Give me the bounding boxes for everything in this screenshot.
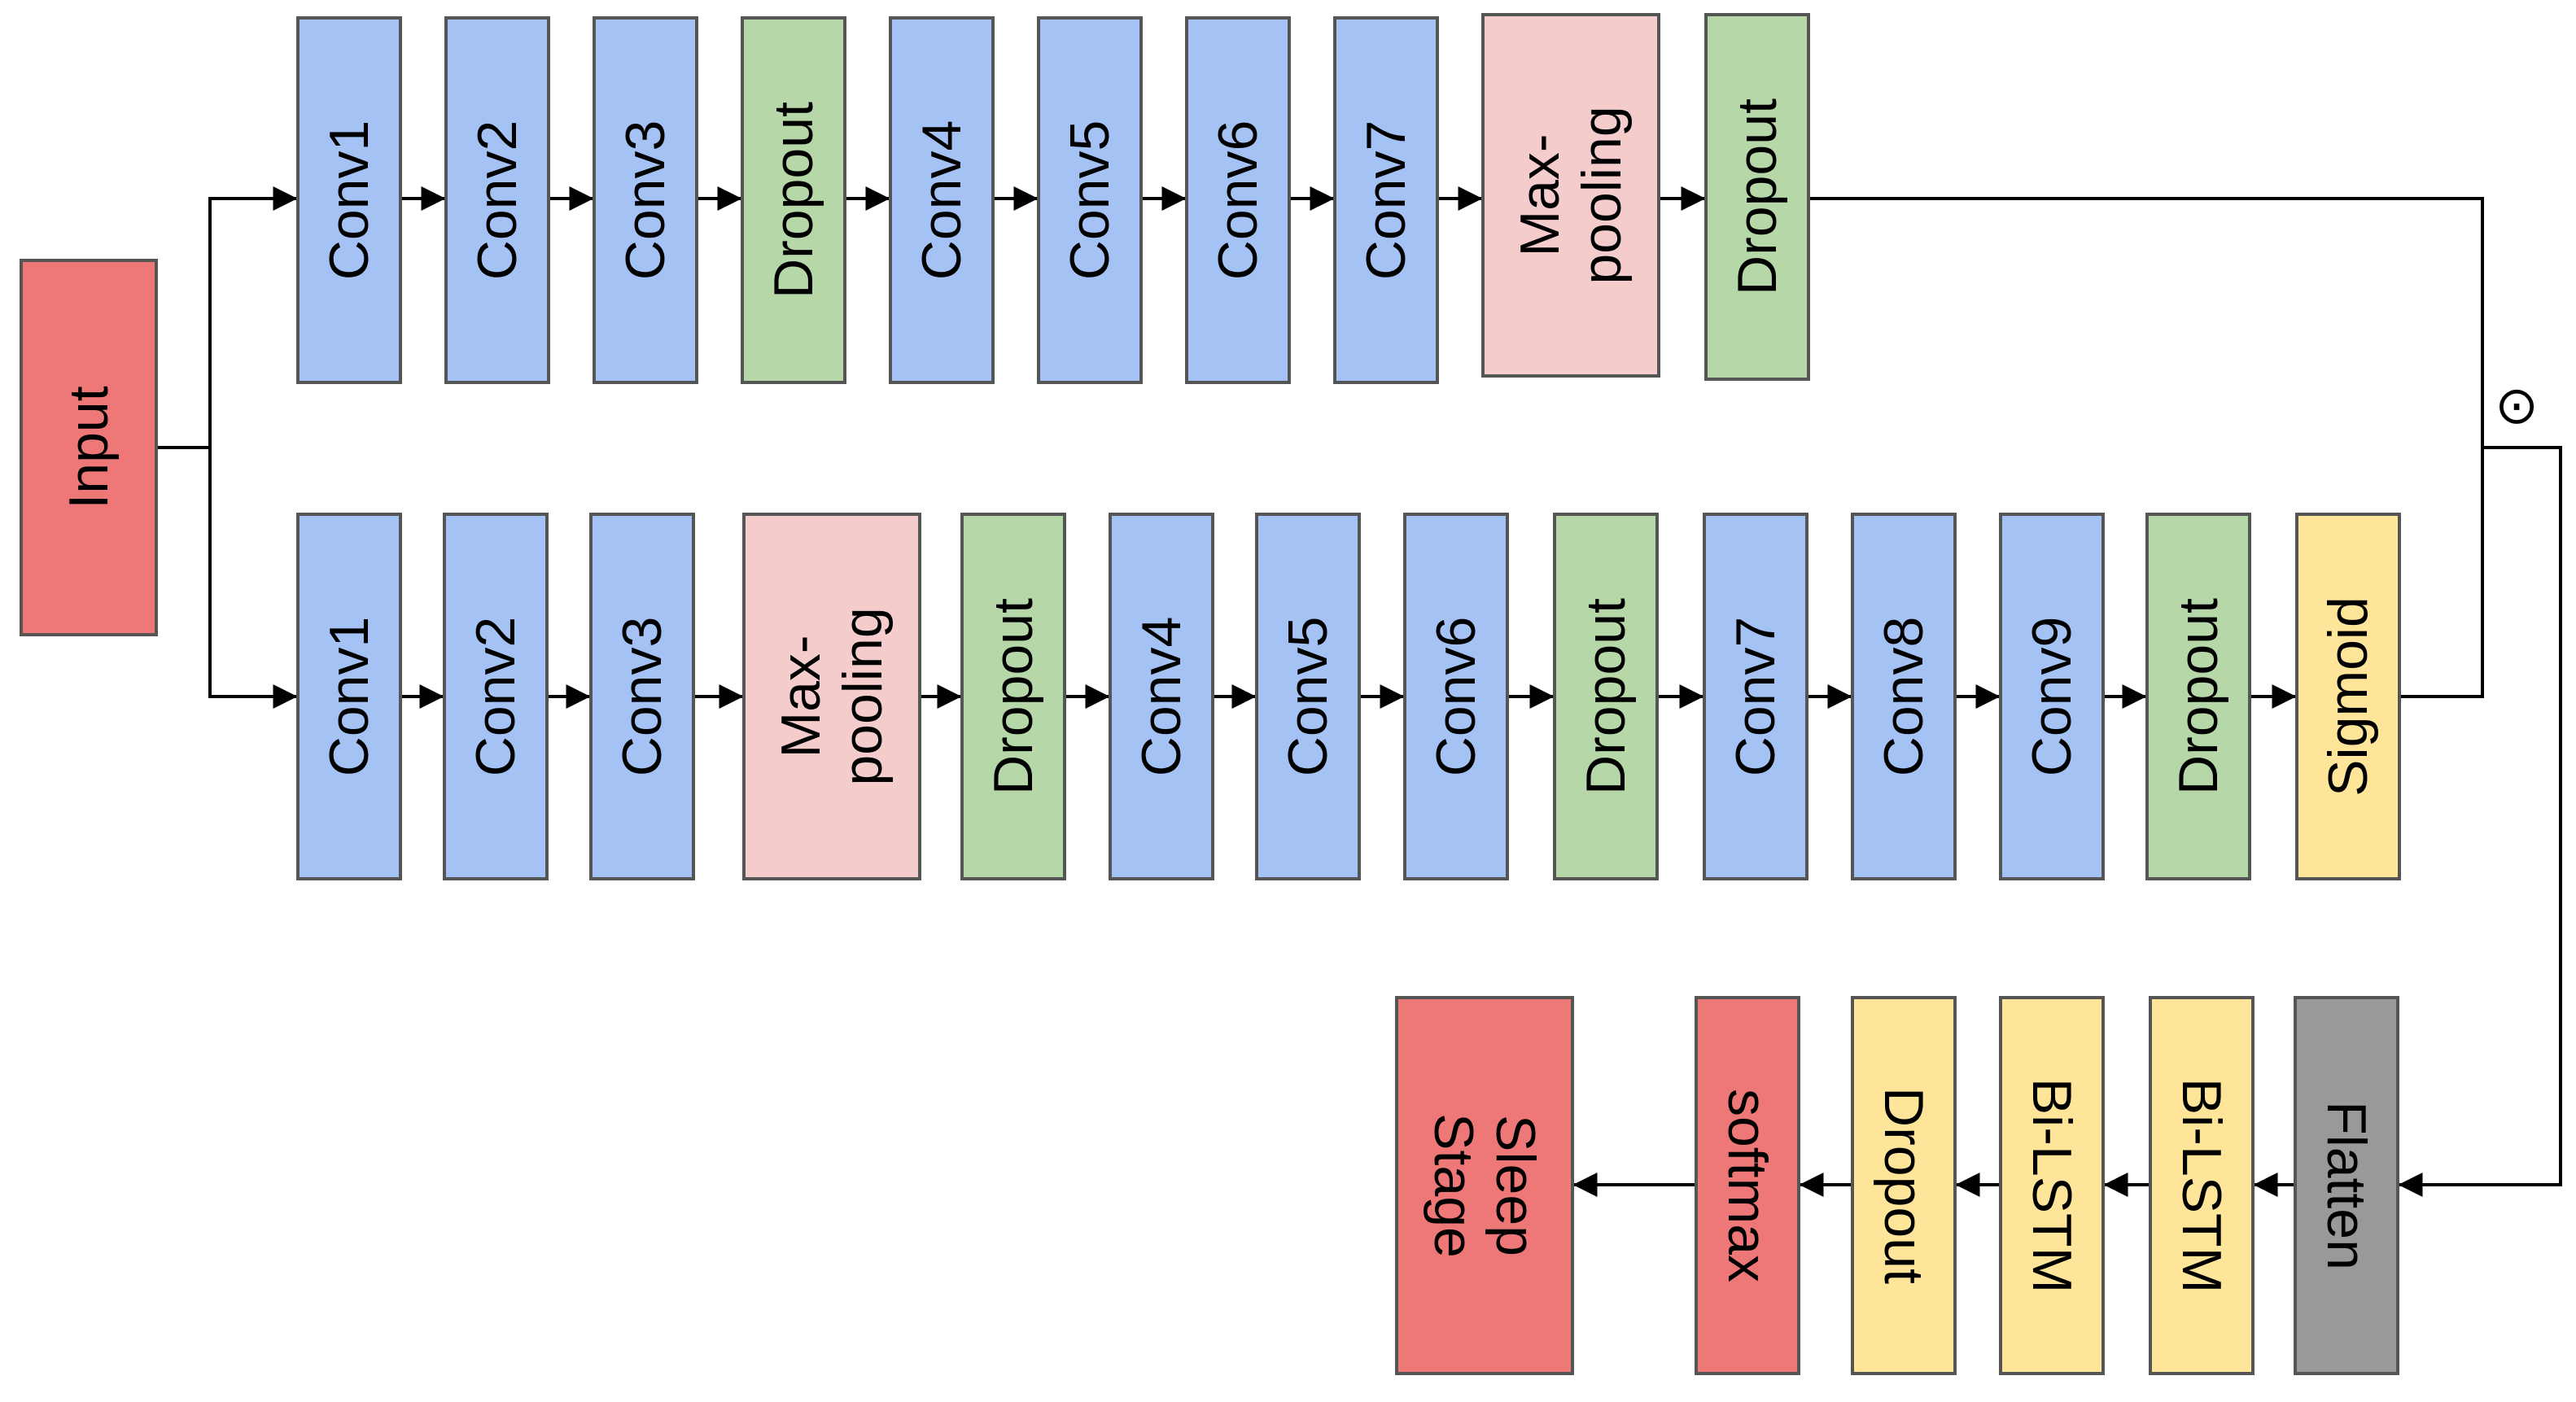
bottom-branch-dropout-block-13: Dropout [2145,513,2251,880]
output-branch-softmax-block-5: softmax [1695,996,1800,1375]
top-branch-conv-block-6-box [1037,16,1143,384]
bottom-branch-sigmoid-block-14-box [2295,513,2401,880]
bottom-branch-conv-block-6-box [1109,513,1214,880]
top-branch-conv-block-5: Conv4 [889,16,995,384]
top-branch-maxpool-block-9: Max-pooling [1481,13,1660,378]
top-branch-maxpool-block-9-label: Max-pooling [1509,106,1633,284]
top-branch-conv-block-6: Conv5 [1037,16,1143,384]
output-branch-bilstm-block-3: Bi-LSTM [1999,996,2105,1375]
top-branch-conv-block-8-box [1333,16,1439,384]
output-branch-flatten-block-1-label: Flatten [2316,1101,2377,1270]
bottom-branch-conv-block-10: Conv7 [1703,513,1808,880]
output-branch-bilstm-block-4: Dropout [1851,996,1957,1375]
top-branch-conv-block-2: Conv2 [444,16,550,384]
bottom-branch-maxpool-block-4: Max-pooling [742,513,921,880]
output-branch-output-block-6-label: SleepStage [1423,1113,1546,1258]
bottom-branch-dropout-block-9: Dropout [1553,513,1659,880]
top-branch-conv-block-2-label: Conv2 [466,120,528,281]
top-branch-conv-block-6-label: Conv5 [1059,120,1121,281]
bottom-branch-conv-block-12-box [1999,513,2105,880]
bottom-branch-conv-block-1-box [296,513,402,880]
bottom-branch-conv-block-1: Conv1 [296,513,402,880]
bottom-branch-conv-block-7-label: Conv5 [1277,617,1339,777]
output-branch-output-block-6-box [1395,996,1574,1375]
bottom-branch-sigmoid-block-14-label: Sigmoid [2317,596,2379,797]
output-branch-flatten-block-1-box [2294,996,2399,1375]
top-branch-conv-block-5-box [889,16,995,384]
output-branch-bilstm-block-2-label: Bi-LSTM [2171,1078,2233,1293]
bottom-branch-maxpool-block-4-box [742,513,921,880]
output-branch-softmax-block-5-box [1695,996,1800,1375]
bottom-branch-conv-block-3: Conv3 [589,513,695,880]
top-branch-dropout-block-10-box [1704,13,1810,381]
top-branch-conv-block-5-label: Conv4 [911,120,973,281]
bottom-branch-conv-block-3-box [589,513,695,880]
top-branch-conv-block-7-box [1185,16,1291,384]
input-block-label: Input [58,386,120,509]
top-branch-dropout-block-4-label: Dropout [763,102,824,299]
top-branch-conv-block-1-label: Conv1 [318,120,380,281]
bottom-branch-conv-block-7: Conv5 [1255,513,1361,880]
top-branch-dropout-block-10-label: Dropout [1726,98,1788,295]
top-branch-dropout-block-4: Dropout [741,16,846,384]
output-branch-bilstm-block-2-box [2149,996,2255,1375]
bottom-branch-dropout-block-9-box [1553,513,1659,880]
top-branch-dropout-block-10: Dropout [1704,13,1810,381]
top-branch-conv-block-3: Conv3 [593,16,698,384]
output-branch-flatten-block-1: Flatten [2294,996,2399,1375]
bottom-branch-conv-block-12: Conv9 [1999,513,2105,880]
bottom-branch-conv-block-3-label: Conv3 [611,617,673,777]
bottom-branch-conv-block-2-box [443,513,549,880]
output-branch-bilstm-block-4-box [1851,996,1957,1375]
top-branch-maxpool-block-9-box [1481,13,1660,378]
output-branch-output-block-6: SleepStage [1395,996,1574,1375]
output-branch-softmax-block-5-label: softmax [1717,1089,1778,1282]
top-branch-conv-block-3-box [593,16,698,384]
top-branch-conv-block-2-box [444,16,550,384]
bottom-branch-conv-block-8-box [1403,513,1509,880]
bottom-branch-maxpool-block-4-label: Max-pooling [770,607,894,785]
top-branch-conv-block-3-label: Conv3 [614,120,676,281]
top-branch-conv-block-8-label: Conv7 [1355,120,1417,281]
bottom-branch-conv-block-11: Conv8 [1851,513,1957,880]
bottom-branch-conv-block-1-label: Conv1 [318,617,380,777]
elementwise-multiply-operator: ⊙ [2495,376,2539,436]
output-branch-bilstm-block-3-box [1999,996,2105,1375]
top-branch-conv-block-1-box [296,16,402,384]
top-branch-dropout-block-4-box [741,16,846,384]
bottom-branch-conv-block-10-label: Conv7 [1725,617,1787,777]
top-branch-conv-block-7-label: Conv6 [1207,120,1269,281]
bottom-branch-dropout-block-9-label: Dropout [1575,598,1637,795]
bottom-branch-conv-block-11-box [1851,513,1957,880]
bottom-branch-conv-block-7-box [1255,513,1361,880]
top-branch-conv-block-7: Conv6 [1185,16,1291,384]
connector-layer [156,186,2562,1197]
bottom-branch-conv-block-2-label: Conv2 [465,617,527,777]
output-branch-bilstm-block-2: Bi-LSTM [2149,996,2255,1375]
bottom-branch-conv-block-8-label: Conv6 [1425,617,1487,777]
bottom-branch-sigmoid-block-14: Sigmoid [2295,513,2401,880]
bottom-branch-dropout-block-5-box [960,513,1066,880]
bottom-branch-conv-block-10-box [1703,513,1808,880]
top-branch-conv-block-8: Conv7 [1333,16,1439,384]
bottom-branch-conv-block-6: Conv4 [1109,513,1214,880]
input-block: Input [20,259,158,636]
bottom-branch-conv-block-6-label: Conv4 [1131,617,1192,777]
top-branch-conv-block-1: Conv1 [296,16,402,384]
bottom-branch-conv-block-2: Conv2 [443,513,549,880]
input-block-box [20,259,158,636]
bottom-branch-dropout-block-5-label: Dropout [982,598,1044,795]
bottom-branch-dropout-block-5: Dropout [960,513,1066,880]
output-branch-bilstm-block-4-label: Dropout [1873,1087,1935,1284]
bottom-branch-conv-block-8: Conv6 [1403,513,1509,880]
output-branch-bilstm-block-3-label: Bi-LSTM [2021,1078,2083,1293]
bottom-branch-conv-block-12-label: Conv9 [2021,617,2083,777]
bottom-branch-dropout-block-13-label: Dropout [2167,598,2229,795]
bottom-branch-dropout-block-13-box [2145,513,2251,880]
bottom-branch-conv-block-11-label: Conv8 [1873,617,1935,777]
